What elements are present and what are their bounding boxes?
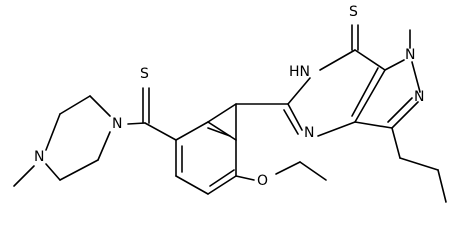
- piperazine-n1-label: N: [112, 116, 122, 132]
- thioketone-bond: [127, 87, 177, 141]
- ethoxy-group: [235, 161, 327, 181]
- pyrazole-n-label: N: [414, 89, 424, 105]
- pyrimidine-n-label: N: [304, 125, 314, 141]
- piperazine-n4-label: N: [34, 149, 44, 165]
- nh-label: HN: [289, 64, 310, 80]
- pyrimidine-ring: [283, 49, 386, 137]
- n-methyl-label: N: [405, 47, 415, 63]
- molecule-drawing: S S HN N N N N N O: [13, 4, 447, 203]
- pyrazole-ring: [354, 29, 421, 129]
- ethoxy-oxygen-label: O: [257, 173, 268, 189]
- thione-sulfur-label: S: [349, 4, 358, 20]
- thioketone-sulfur-label: S: [140, 66, 149, 82]
- benzene-ring: [175, 103, 289, 195]
- piperazine-ring: [13, 95, 111, 187]
- chemical-structure-view: S S HN N N N N N O: [13, 4, 447, 203]
- propyl-chain: [391, 127, 447, 203]
- thione-bond: [351, 24, 359, 51]
